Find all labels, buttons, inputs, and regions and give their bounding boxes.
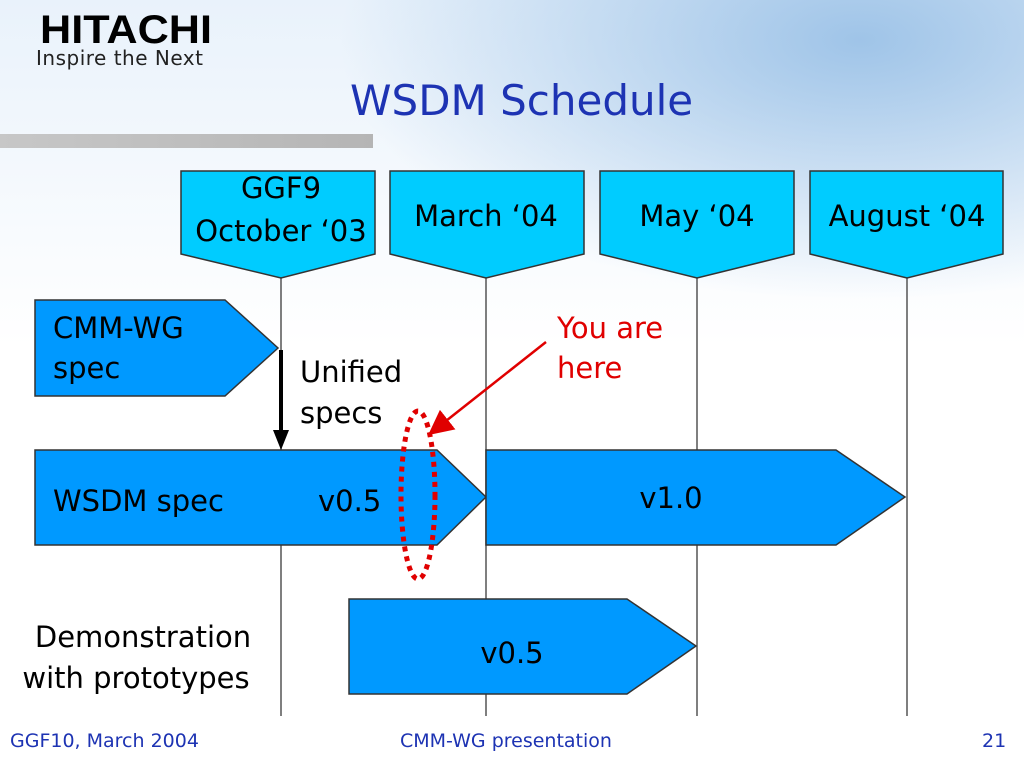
demonstration-line-1: Demonstration [35, 620, 251, 654]
milestone-august-shape [809, 170, 1004, 279]
unified-specs-line-2: specs [300, 396, 382, 430]
cmm-spec-line-2: spec [53, 351, 120, 385]
you-are-here-line-2: here [557, 351, 622, 385]
cmm-spec-line-1: CMM-WG [53, 311, 184, 345]
wsdm-spec-v05-arrow: WSDM spec v0.5 [34, 449, 488, 546]
wsdm-spec-v05-shape [34, 449, 488, 546]
footer-page-number: 21 [982, 730, 1007, 752]
demo-v05-label: v0.5 [480, 636, 543, 670]
wsdm-spec-v10-shape [485, 449, 907, 546]
unified-specs-line-1: Unified [300, 355, 402, 389]
wsdm-spec-v05-label: v0.5 [318, 484, 381, 518]
you-are-here-line-1: You are [556, 311, 663, 345]
cmm-spec-arrow: CMM-WG spec [34, 299, 280, 397]
milestone-ggf9-line-2: October ‘03 [195, 214, 366, 248]
demo-v05-arrow: v0.5 [348, 598, 698, 695]
milestone-may-label: May ‘04 [639, 199, 754, 233]
milestone-august: August ‘04 [809, 170, 1004, 279]
you-are-here-pointer-arrow [428, 341, 547, 436]
you-are-here-dotted-ellipse [398, 408, 438, 582]
title-underline-bar [0, 134, 373, 148]
slide-title: WSDM Schedule [350, 76, 694, 125]
milestone-march-shape [389, 170, 585, 279]
hitachi-logo: HITACHI [40, 8, 212, 52]
milestone-may: May ‘04 [599, 170, 795, 279]
milestone-ggf9: GGF9 October ‘03 [180, 170, 376, 279]
cmm-spec-shape [34, 299, 280, 397]
demonstration-line-2: with prototypes [22, 661, 249, 695]
unified-arrow [273, 350, 289, 450]
wsdm-spec-label: WSDM spec [53, 484, 224, 518]
milestone-march-label: March ‘04 [414, 199, 558, 233]
milestone-may-shape [599, 170, 795, 279]
milestone-august-label: August ‘04 [829, 199, 986, 233]
unified-arrow-head [273, 430, 289, 450]
footer-event: GGF10, March 2004 [10, 730, 199, 752]
footer-presentation: CMM-WG presentation [400, 730, 612, 752]
logo-tagline: Inspire the Next [36, 46, 204, 70]
wsdm-spec-v10-label: v1.0 [639, 481, 702, 515]
demo-v05-shape [348, 598, 698, 695]
wsdm-spec-v10-arrow: v1.0 [485, 449, 907, 546]
milestone-ggf9-line-1: GGF9 [241, 171, 321, 205]
milestone-ggf9-shape [180, 170, 376, 279]
milestone-march: March ‘04 [389, 170, 585, 279]
